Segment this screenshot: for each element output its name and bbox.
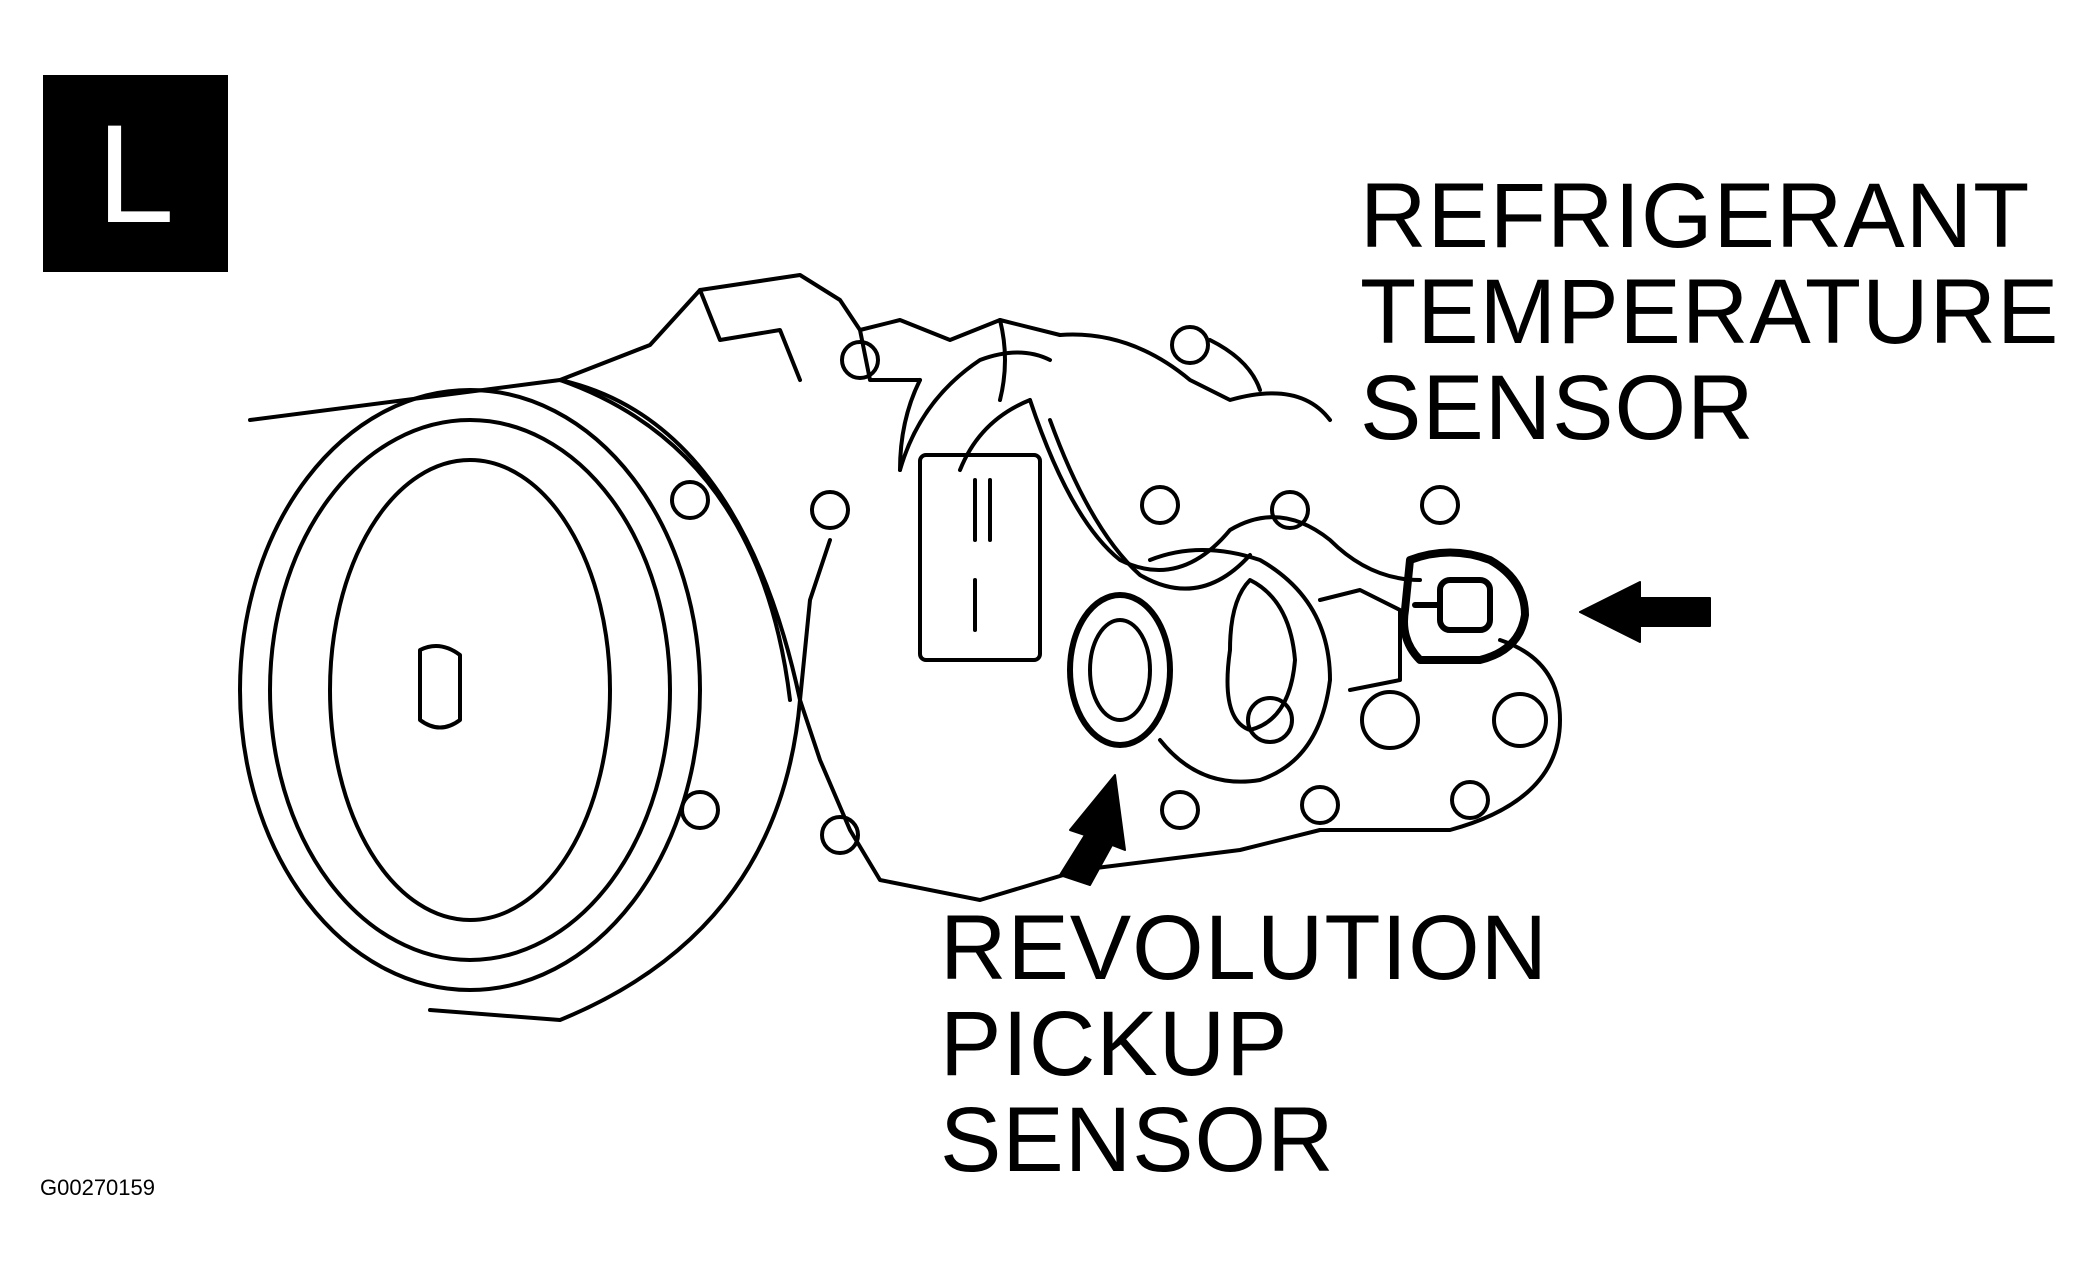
figure-id: G00270159 <box>40 1175 155 1200</box>
wiring-harness <box>898 350 1422 662</box>
label-line: SENSOR <box>940 1089 1335 1191</box>
arrow-refrigerant-temperature-sensor <box>1579 581 1711 643</box>
compressor-body <box>558 273 1562 902</box>
pulley <box>238 378 860 1022</box>
arrow-revolution-pickup-sensor <box>1059 774 1126 886</box>
refrigerant-temperature-sensor <box>1400 548 1529 664</box>
revolution-pickup-sensor-label: REVOLUTION PICKUP SENSOR <box>940 900 1548 1188</box>
view-badge: L <box>43 75 228 272</box>
label-line: PICKUP <box>940 993 1289 1095</box>
view-badge-letter: L <box>96 94 175 252</box>
label-line: TEMPERATURE <box>1360 261 2060 363</box>
rear-housing <box>1067 548 1548 784</box>
refrigerant-temperature-sensor-label: REFRIGERANT TEMPERATURE SENSOR <box>1360 168 2059 456</box>
label-line: SENSOR <box>1360 357 1755 459</box>
label-line: REFRIGERANT <box>1360 165 2031 267</box>
label-line: REVOLUTION <box>940 897 1549 999</box>
